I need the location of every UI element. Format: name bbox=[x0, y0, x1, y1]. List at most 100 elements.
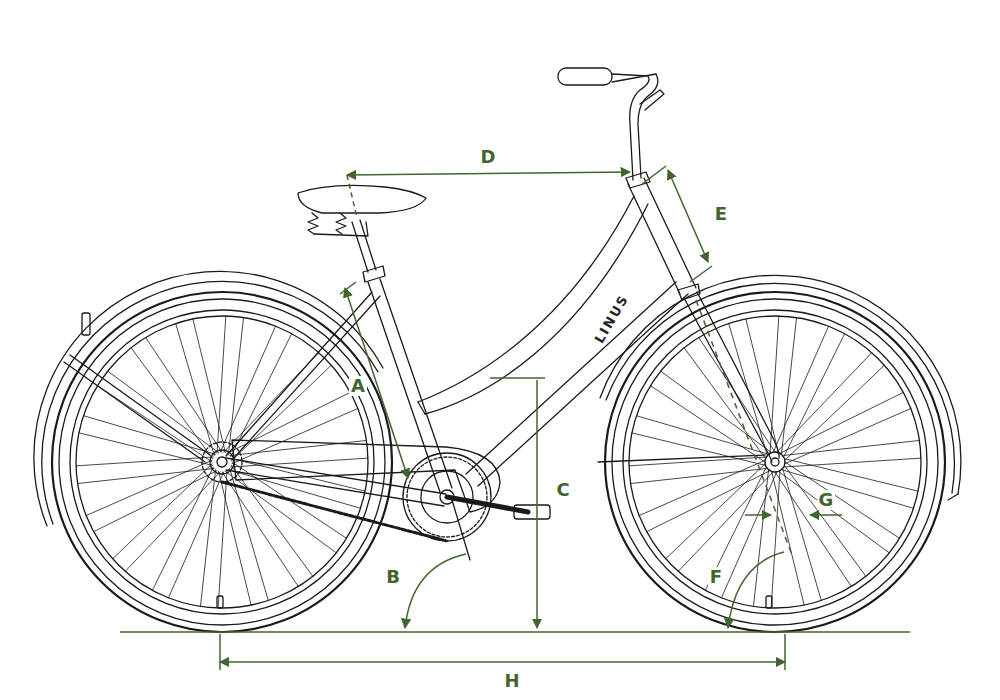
spoke bbox=[666, 464, 765, 559]
line-art-circle bbox=[612, 299, 938, 625]
line-art-circle bbox=[52, 292, 392, 632]
spoke bbox=[200, 470, 215, 607]
line-art-path bbox=[380, 279, 452, 488]
line-art-circle bbox=[202, 442, 242, 482]
line-art-line bbox=[745, 514, 771, 516]
line-art-line bbox=[536, 380, 538, 628]
line-art-path bbox=[70, 355, 210, 455]
spoke bbox=[784, 334, 845, 457]
spoke bbox=[781, 318, 796, 455]
spoke bbox=[86, 460, 212, 515]
brand-name: LINUS bbox=[592, 292, 631, 346]
spoke bbox=[193, 319, 226, 453]
line-art-circle bbox=[76, 316, 368, 608]
spoke bbox=[231, 334, 292, 457]
line-art-path bbox=[644, 178, 696, 288]
spoke bbox=[232, 365, 331, 460]
spoke bbox=[222, 472, 298, 586]
line-art-rect bbox=[514, 505, 550, 519]
spoke bbox=[785, 462, 899, 538]
line-art-path bbox=[640, 90, 664, 110]
spoke bbox=[770, 316, 779, 453]
spoke bbox=[778, 471, 889, 552]
line-art-path bbox=[598, 455, 765, 462]
line-art-circle bbox=[70, 310, 374, 614]
spoke bbox=[219, 471, 252, 605]
line-art-path bbox=[638, 74, 658, 178]
drivetrain bbox=[202, 440, 550, 560]
spoke bbox=[784, 458, 921, 467]
rear-wheel bbox=[52, 292, 392, 632]
spoke bbox=[98, 386, 212, 462]
spoke bbox=[113, 464, 212, 559]
spoke bbox=[772, 471, 805, 605]
line-art-path bbox=[418, 196, 634, 402]
line-art-path bbox=[697, 292, 779, 458]
spoke bbox=[785, 365, 884, 460]
line-art-line bbox=[784, 634, 786, 670]
spoke bbox=[651, 386, 765, 462]
line-art-path bbox=[600, 275, 961, 494]
spoke bbox=[661, 371, 772, 452]
spoke bbox=[146, 338, 222, 452]
line-art-circle bbox=[217, 457, 227, 467]
line-art-path bbox=[232, 296, 380, 460]
spoke bbox=[753, 470, 768, 607]
dimension-letter: B bbox=[384, 567, 402, 587]
dimension-letter: F bbox=[708, 567, 724, 587]
line-art-line bbox=[668, 170, 708, 262]
line-art-path bbox=[64, 362, 205, 462]
spoke bbox=[705, 467, 766, 590]
line-art-path bbox=[314, 222, 368, 236]
line-art-path bbox=[478, 294, 688, 486]
line-art-line bbox=[345, 288, 408, 478]
spoke bbox=[639, 460, 765, 515]
line-art-path bbox=[226, 292, 372, 456]
line-art-path bbox=[222, 482, 447, 541]
line-art-path bbox=[466, 282, 676, 474]
line-art-path bbox=[684, 298, 772, 462]
line-art-path bbox=[418, 402, 425, 414]
line-art-line bbox=[810, 514, 842, 516]
line-art-path bbox=[308, 213, 318, 234]
wheel-spokes bbox=[76, 316, 368, 608]
spoke bbox=[218, 471, 227, 608]
handlebar bbox=[558, 68, 664, 180]
line-art-line bbox=[490, 377, 545, 379]
dimension-letter: E bbox=[713, 204, 729, 224]
line-art-path bbox=[360, 220, 376, 270]
line-art-path bbox=[728, 552, 784, 628]
front-wheel bbox=[605, 292, 945, 632]
spoke bbox=[225, 471, 336, 552]
fenders bbox=[34, 271, 961, 526]
line-art-path bbox=[452, 500, 470, 560]
bicycle-line-art bbox=[34, 68, 961, 632]
spoke bbox=[108, 371, 219, 452]
line-art-path bbox=[405, 554, 466, 628]
wheel-spokes bbox=[629, 316, 921, 608]
spoke bbox=[637, 416, 769, 455]
line-art-line bbox=[347, 175, 357, 218]
line-art-path bbox=[336, 213, 346, 234]
dimension-letter: D bbox=[479, 147, 498, 167]
line-art-path bbox=[612, 74, 656, 82]
line-art-line bbox=[642, 166, 666, 184]
dimension-letter: A bbox=[349, 376, 367, 396]
line-art-line bbox=[219, 634, 221, 670]
spoke bbox=[217, 316, 226, 453]
line-art-line bbox=[690, 266, 712, 282]
line-art-line bbox=[340, 282, 356, 294]
spoke bbox=[784, 459, 918, 492]
line-art-circle bbox=[59, 299, 385, 625]
line-art-path bbox=[948, 494, 958, 500]
dimension-letter: G bbox=[817, 490, 836, 510]
dimension-lines bbox=[120, 166, 910, 670]
line-art-rect bbox=[82, 313, 90, 335]
line-art-circle bbox=[623, 310, 927, 614]
spoke bbox=[152, 467, 213, 590]
spoke bbox=[775, 472, 851, 586]
line-art-circle bbox=[765, 452, 785, 472]
line-art-path bbox=[606, 283, 954, 493]
